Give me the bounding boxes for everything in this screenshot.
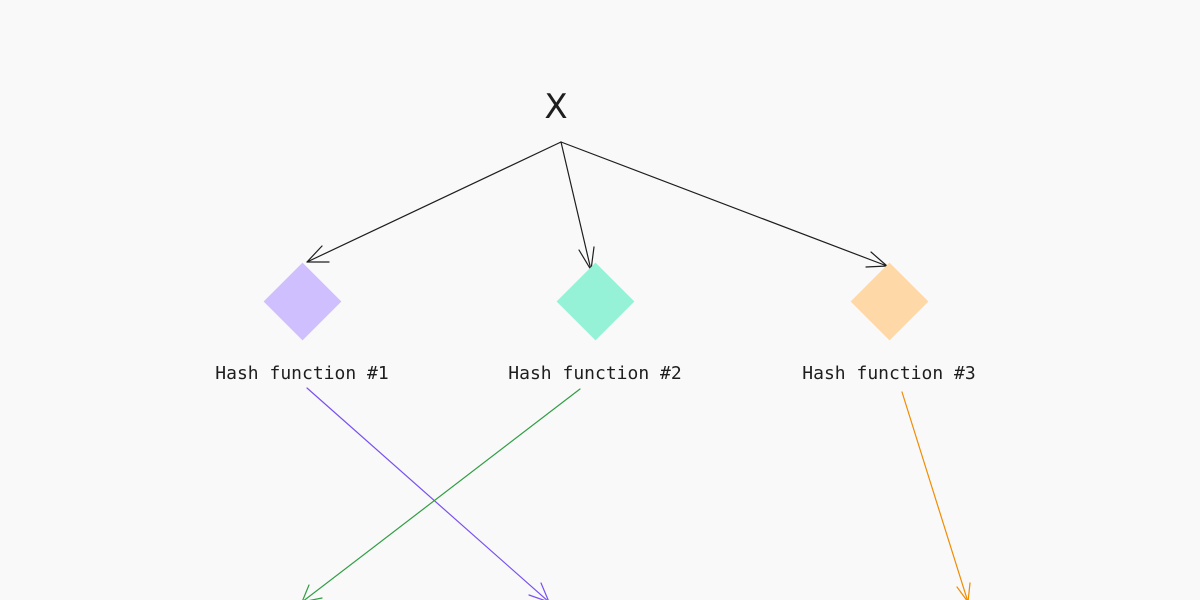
hash-node-1: Hash function #1 [215,262,389,384]
hash-label-1: Hash function #1 [215,363,388,384]
edge-x-to-hash-1 [306,141,562,263]
edge-x-to-hash-2 [560,141,592,271]
output-arrowhead-2 [302,584,323,600]
hash-node-3: Hash function #3 [802,262,976,384]
hash-diamond-1 [263,262,342,341]
hash-node-2: Hash function #2 [508,262,682,384]
output-edges [302,387,971,600]
output-edge-1 [306,387,548,600]
hash-label-2: Hash function #2 [508,363,681,384]
hash-diamond-2 [556,262,635,341]
edge-arrowhead-1 [306,245,330,263]
hash-label-3: Hash function #3 [802,363,975,384]
output-edge-2 [303,388,581,600]
input-label: X [544,87,567,127]
hash-diamond-3 [850,262,929,341]
edge-x-to-hash-3 [560,141,888,267]
output-arrowhead-3 [956,582,971,600]
input-edges [306,141,888,271]
output-edge-3 [901,391,969,600]
output-arrowhead-1 [528,582,549,600]
